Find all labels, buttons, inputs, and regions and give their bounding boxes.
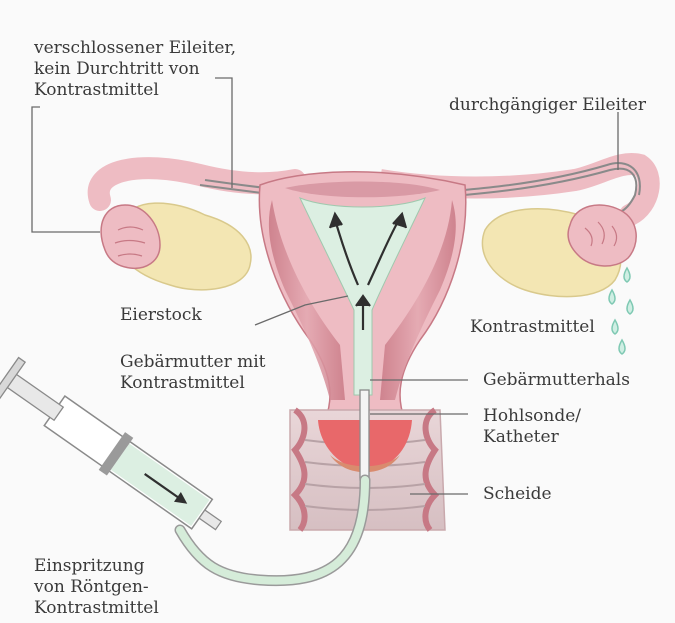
label-cervix: Gebärmutterhals — [483, 370, 630, 391]
label-uterus: Gebärmutter mit Kontrastmittel — [120, 352, 266, 394]
label-vagina: Scheide — [483, 484, 552, 505]
label-injection: Einspritzung von Röntgen- Kontrastmittel — [34, 556, 159, 619]
label-contrast: Kontrastmittel — [470, 317, 595, 338]
right-ovary — [482, 205, 636, 297]
left-ovary — [101, 203, 251, 290]
label-closed-tube: verschlossener Eileiter, kein Durchtritt… — [34, 38, 236, 101]
label-open-tube: durchgängiger Eileiter — [449, 95, 646, 116]
label-catheter: Hohlsonde/ Katheter — [483, 406, 581, 448]
label-ovary: Eierstock — [120, 305, 202, 326]
